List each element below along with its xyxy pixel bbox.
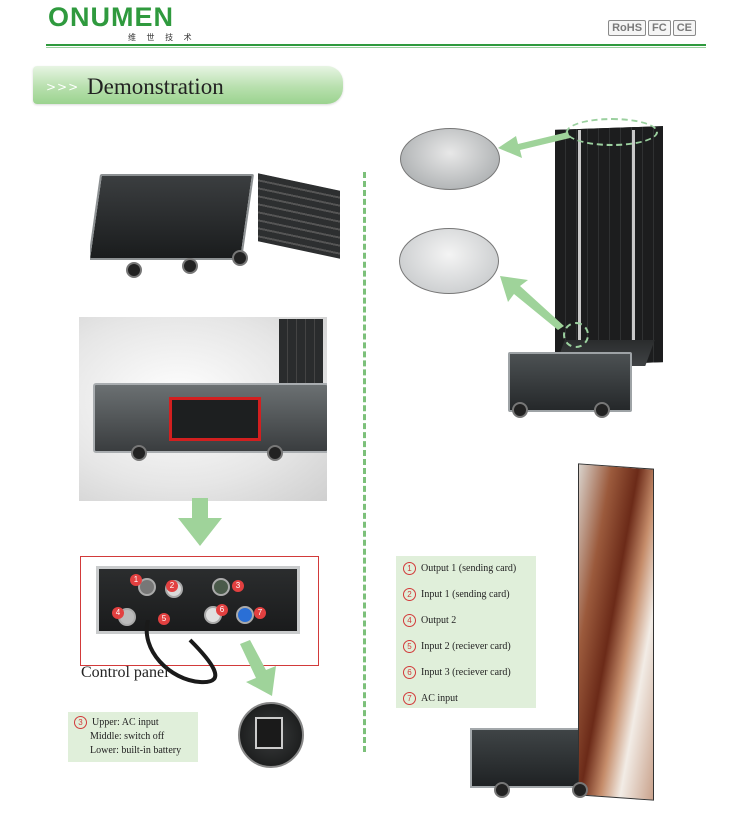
highlight-top-ellipse xyxy=(566,118,658,146)
highlight-base-ellipse xyxy=(563,322,589,348)
column-divider xyxy=(363,172,366,752)
note-item-3: 3 Upper: AC input Middle: switch off Lowe… xyxy=(68,712,198,762)
support-pole xyxy=(578,130,581,350)
flight-case-photo xyxy=(90,158,350,290)
note-number: 3 xyxy=(74,716,87,730)
wheel-icon xyxy=(494,782,510,798)
header-divider xyxy=(46,44,706,46)
header-divider-thin xyxy=(46,47,706,48)
badge-3: 3 xyxy=(232,580,244,592)
note-line-upper: Upper: AC input xyxy=(92,717,159,728)
note-line-middle: Middle: switch off xyxy=(90,731,165,742)
wheel-icon xyxy=(126,262,142,278)
badge-4: 4 xyxy=(112,607,124,619)
brand-subtitle-cn: 维 世 技 术 xyxy=(128,33,196,42)
arrow-down-right-icon xyxy=(240,640,276,696)
wheel-icon xyxy=(572,782,588,798)
badge-5: 5 xyxy=(158,613,170,625)
connector-output1-icon xyxy=(138,578,156,596)
screen-lid xyxy=(279,319,323,389)
wheel-icon xyxy=(267,445,283,461)
cable-icon xyxy=(144,620,218,685)
certification-badges: RoHS FC CE xyxy=(608,20,696,36)
badge-7: 7 xyxy=(254,607,266,619)
badge-6: 6 xyxy=(216,604,228,616)
arrow-up-left-icon xyxy=(500,276,564,330)
connector-ac-icon xyxy=(236,606,254,624)
wheel-icon xyxy=(182,258,198,274)
zoom-cable-connector xyxy=(399,228,499,294)
banner-arrows-icon: >>> xyxy=(46,80,80,94)
wheel-icon xyxy=(512,402,528,418)
wheel-icon xyxy=(594,402,610,418)
section-banner xyxy=(33,66,343,104)
flight-case xyxy=(508,352,632,412)
power-switch-icon xyxy=(255,717,283,749)
rohs-badge: RoHS xyxy=(608,20,647,36)
led-panels-stack xyxy=(258,173,340,259)
arrow-down-icon xyxy=(178,498,222,546)
fc-badge: FC xyxy=(648,20,671,36)
wheel-icon xyxy=(131,445,147,461)
badge-2: 2 xyxy=(166,580,178,592)
led-screen-displaying-image xyxy=(578,463,654,801)
support-pole xyxy=(632,130,635,356)
arrow-left-icon xyxy=(498,132,570,158)
wheel-icon xyxy=(232,250,248,266)
control-panel-label: Control panel xyxy=(81,664,169,681)
brand-logo: ONUMEN xyxy=(48,2,174,32)
ce-badge: CE xyxy=(672,20,696,36)
section-title: Demonstration xyxy=(87,74,224,99)
case-control-panel-photo xyxy=(79,317,327,501)
badge-1: 1 xyxy=(130,574,142,586)
control-panel-highlight xyxy=(169,397,261,441)
note-line-lower: Lower: built-in battery xyxy=(90,745,182,756)
connector-output2-icon xyxy=(212,578,230,596)
flight-case xyxy=(90,174,255,260)
zoom-top-bracket xyxy=(400,128,500,190)
